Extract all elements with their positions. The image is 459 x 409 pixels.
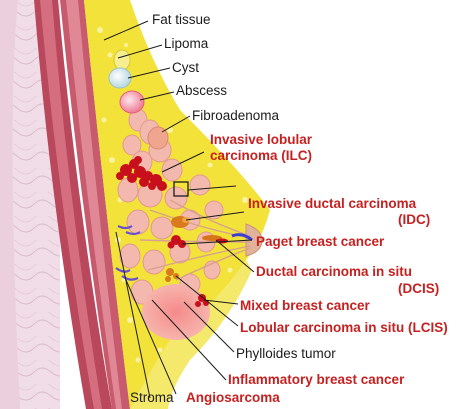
label-dcis-line1: Ductal carcinoma in situ [256,264,412,279]
label-paget: Paget breast cancer [256,234,384,249]
label-idc-line1: Invasive ductal carcinoma [248,196,416,211]
label-dcis-line2: (DCIS) [398,281,439,296]
label-lipoma: Lipoma [164,36,208,51]
label-phyllodes: Phylloides tumor [236,346,336,361]
lipoma-lesion [114,50,130,70]
label-fat-tissue: Fat tissue [152,12,211,27]
label-idc-line2: (IDC) [398,212,430,227]
abscess-lesion [120,91,144,113]
label-cyst: Cyst [172,60,199,75]
label-abscess: Abscess [176,83,227,98]
cyst-lesion [109,68,131,88]
label-angiosarcoma: Angiosarcoma [186,390,280,405]
label-stroma: Stroma [130,390,174,405]
label-lcis: Lobular carcinoma in situ (LCIS) [240,320,448,335]
inflammatory-area [142,284,210,340]
label-inflammatory: Inflammatory breast cancer [228,372,404,387]
label-fibroadenoma: Fibroadenoma [192,108,279,123]
label-ilc-line1: Invasive lobular [210,132,312,147]
label-ilc-line2: carcinoma (ILC) [210,148,312,163]
label-mixed: Mixed breast cancer [240,298,370,313]
